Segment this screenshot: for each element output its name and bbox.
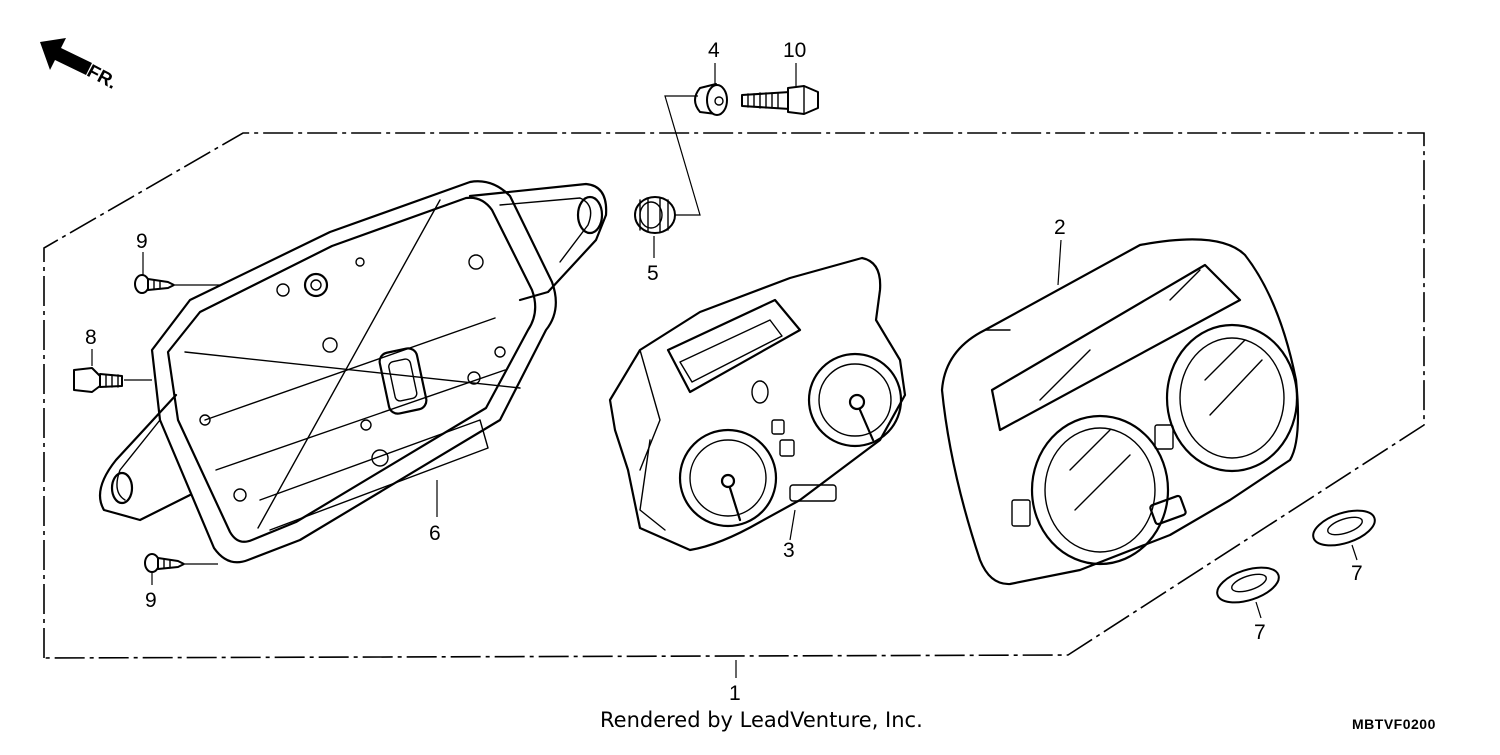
callout-6: 6 — [429, 522, 441, 545]
callout-4: 4 — [708, 39, 720, 62]
rear-case-part-6 — [98, 180, 608, 564]
front-direction-arrow-icon — [40, 38, 92, 75]
assembly-frame — [43, 132, 1425, 659]
washer-part-4 — [694, 83, 728, 116]
callout-9-lower: 9 — [145, 589, 157, 612]
callout-5: 5 — [647, 262, 659, 285]
callout-10: 10 — [783, 39, 806, 62]
leader-lines — [91, 63, 1358, 678]
callout-1: 1 — [729, 682, 741, 705]
collar-part-5 — [634, 196, 676, 234]
callout-7-lower: 7 — [1254, 621, 1266, 644]
screw-part-9-lower — [144, 553, 185, 573]
bolt-part-10 — [741, 85, 819, 115]
render-credit: Rendered by LeadVenture, Inc. — [600, 708, 923, 732]
grommet-part-7-upper — [1312, 509, 1376, 547]
meter-cover-part-2 — [940, 238, 1300, 586]
screw-part-9-upper — [134, 274, 175, 294]
diagram-code: MBTVF0200 — [1352, 716, 1436, 732]
screw-part-8 — [73, 367, 123, 393]
callout-3: 3 — [783, 539, 795, 562]
callout-8: 8 — [85, 326, 97, 349]
grommet-part-7-lower — [1216, 566, 1280, 604]
callout-9-upper: 9 — [136, 230, 148, 253]
callout-7-upper: 7 — [1351, 562, 1363, 585]
callout-2: 2 — [1054, 216, 1066, 239]
meter-assembly-part-3 — [608, 256, 907, 552]
